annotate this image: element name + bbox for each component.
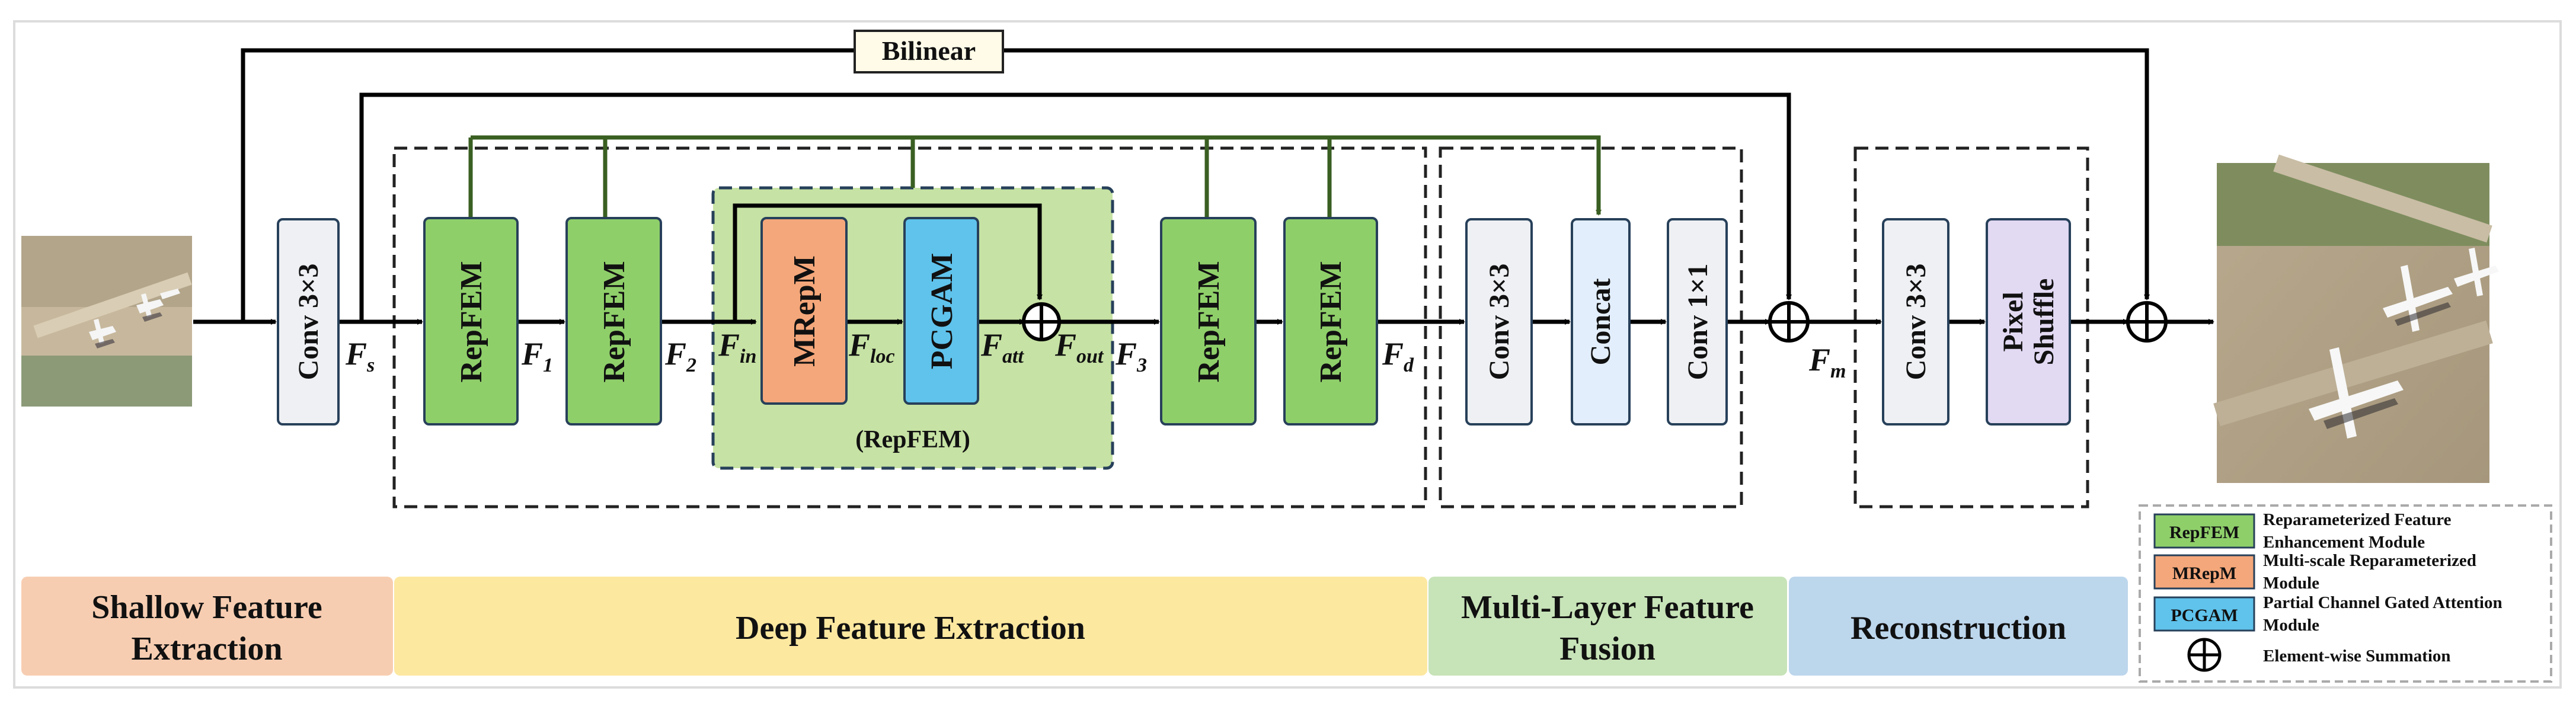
repfem-3-label: RepFEM <box>1192 261 1226 382</box>
stage-fusion-line1: Multi-Layer Feature <box>1461 589 1754 626</box>
output-image <box>2213 154 2499 483</box>
bilinear-node: Bilinear <box>854 30 1004 73</box>
feature-labels: Fs F1 F2 Fin Floc Fatt Fout F3 Fd Fm <box>345 327 1846 382</box>
concat-block: Concat <box>1571 218 1631 426</box>
sum-nodes <box>1022 301 2168 343</box>
stage-shallow-line2: Extraction <box>131 631 282 667</box>
legend: RepFEM Reparameterized Feature Enhanceme… <box>2139 504 2552 683</box>
legend-sum-line1: Element-wise Summation <box>2263 647 2451 666</box>
legend-mrepm: MRepM Multi-scale Reparameterized Module <box>2153 551 2476 593</box>
label-floc: Floc <box>848 327 895 367</box>
legend-pcgam-line2: Module <box>2263 616 2319 635</box>
stage-deep-line1: Deep Feature Extraction <box>736 610 1085 647</box>
reconstruction-dashed-box <box>1853 146 2089 508</box>
repfem-block-4: RepFEM <box>1283 217 1378 426</box>
label-fout: Fout <box>1054 327 1104 367</box>
stage-recon-line1: Reconstruction <box>1850 610 2066 647</box>
mrepm-block: MRepM <box>760 217 848 405</box>
label-fd: Fd <box>1382 336 1414 376</box>
fusion-conv1x1-label: Conv 1×1 <box>1682 264 1714 380</box>
sum-icon-output <box>2126 301 2168 343</box>
stage-shallow-line1: Shallow Feature <box>91 589 322 626</box>
label-fatt: Fatt <box>980 327 1024 367</box>
stage-fusion: Multi-Layer Feature Fusion <box>1428 577 1787 676</box>
fusion-conv3x3-block: Conv 3×3 <box>1465 218 1533 426</box>
label-fm: Fm <box>1808 342 1846 382</box>
stage-fusion-line2: Fusion <box>1559 631 1655 667</box>
legend-sum: Element-wise Summation <box>2187 638 2451 672</box>
bilinear-label: Bilinear <box>882 36 976 66</box>
legend-mrepm-line2: Module <box>2263 574 2319 593</box>
label-fs: Fs <box>345 336 375 376</box>
label-f3: F3 <box>1115 336 1147 376</box>
legend-pcgam-tag: PCGAM <box>2171 606 2238 625</box>
pixel-shuffle-block: Pixel Shuffle <box>1986 218 2071 426</box>
deep-feature-dashed-box <box>392 146 1427 508</box>
legend-pcgam: PCGAM Partial Channel Gated Attention Mo… <box>2153 593 2503 635</box>
legend-repfem-line1: Reparameterized Feature <box>2263 510 2452 529</box>
legend-pcgam-line1: Partial Channel Gated Attention <box>2263 593 2503 612</box>
fusion-dashed-box <box>1439 146 1743 508</box>
repfem-2-label: RepFEM <box>597 261 631 382</box>
repfem-group-caption: (RepFEM) <box>855 426 970 453</box>
repfem-block-1: RepFEM <box>423 217 519 426</box>
pixel-shuffle-line2: Shuffle <box>2028 279 2060 366</box>
fusion-conv1x1-block: Conv 1×1 <box>1667 218 1728 426</box>
pcgam-block: PCGAM <box>903 217 979 405</box>
legend-repfem-line2: Enhancement Module <box>2263 533 2425 552</box>
sum-icon-fusion <box>1768 301 1810 343</box>
repfem-4-label: RepFEM <box>1314 261 1348 382</box>
pixel-shuffle-line1: Pixel <box>1997 292 2029 351</box>
dense-skip-connections <box>468 135 1602 218</box>
stage-reconstruction: Reconstruction <box>1789 577 2128 676</box>
stage-deep: Deep Feature Extraction <box>394 577 1427 676</box>
input-image <box>21 236 192 407</box>
repfem-1-label: RepFEM <box>455 261 488 382</box>
sum-icon-att <box>1022 302 1061 341</box>
legend-repfem-tag: RepFEM <box>2169 523 2239 542</box>
stage-shallow: Shallow Feature Extraction <box>21 577 393 676</box>
figure-frame <box>13 20 2562 689</box>
main-flow <box>193 48 2214 325</box>
mrepm-label: MRepM <box>788 255 822 367</box>
legend-mrepm-tag: MRepM <box>2172 564 2236 583</box>
label-f1: F1 <box>521 336 553 376</box>
shallow-conv-label: Conv 3×3 <box>293 264 324 380</box>
fusion-conv-label: Conv 3×3 <box>1484 264 1515 380</box>
label-fin: Fin <box>718 327 756 367</box>
repfem-block-2: RepFEM <box>565 217 662 426</box>
legend-mrepm-line1: Multi-scale Reparameterized <box>2263 551 2476 570</box>
pcgam-label: PCGAM <box>925 253 959 369</box>
recon-conv3x3-block: Conv 3×3 <box>1882 218 1949 426</box>
repfem-block-3: RepFEM <box>1160 217 1257 426</box>
legend-sum-icon <box>2187 638 2222 672</box>
recon-conv-label: Conv 3×3 <box>1900 264 1932 380</box>
label-f2: F2 <box>664 336 696 376</box>
concat-label: Concat <box>1585 279 1616 366</box>
legend-repfem: RepFEM Reparameterized Feature Enhanceme… <box>2153 510 2452 552</box>
shallow-conv3x3-block: Conv 3×3 <box>277 218 340 426</box>
